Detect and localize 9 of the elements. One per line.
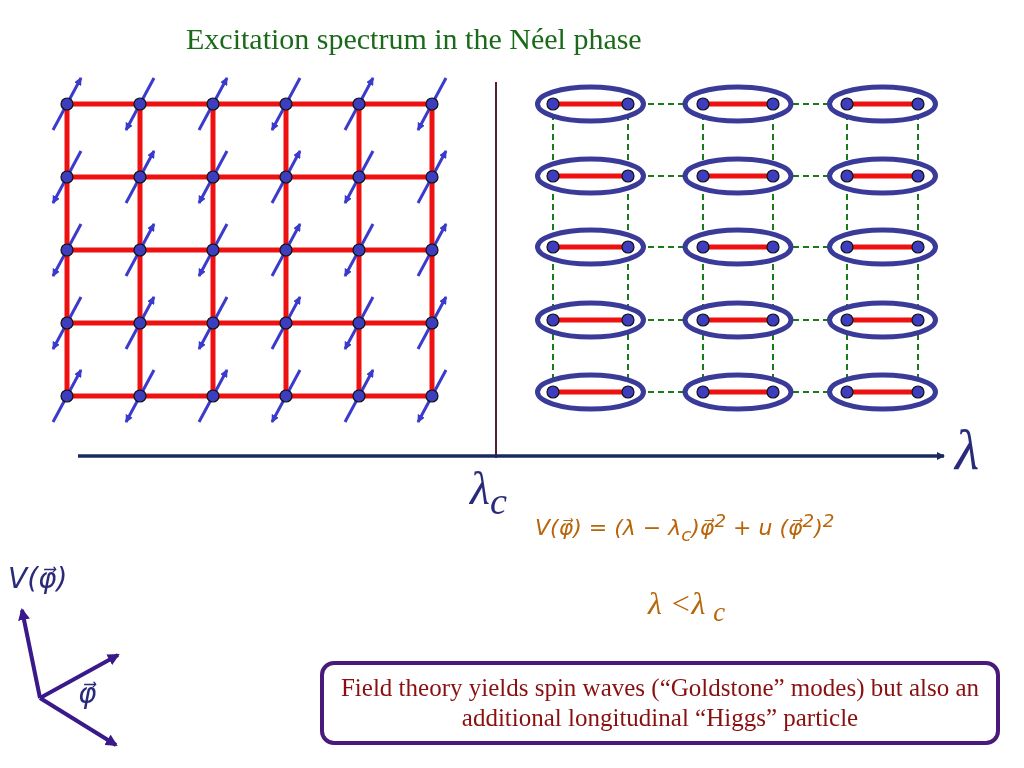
note-box xyxy=(320,661,1000,745)
slide-title: Excitation spectrum in the Néel phase xyxy=(186,22,642,56)
potential-formula: V(φ⃗) = (λ − λ$_{c}$)φ⃗$^{2}$ + u (φ⃗$^{2}$)$^{2}$ xyxy=(535,510,835,545)
vector-axis-label: V(φ⃗) xyxy=(8,562,68,595)
vector-axis-label: φ⃗ xyxy=(78,677,97,710)
axis-label: λ xyxy=(955,418,980,482)
critical-point-label: λ$_{c}$ xyxy=(470,462,507,524)
phase-condition: λ <λ $_{c}$ xyxy=(648,585,726,629)
note-text: Field theory yields spin waves (“Goldstone” modes) but also an additional longitudinal “Higgs” particle xyxy=(339,673,981,733)
